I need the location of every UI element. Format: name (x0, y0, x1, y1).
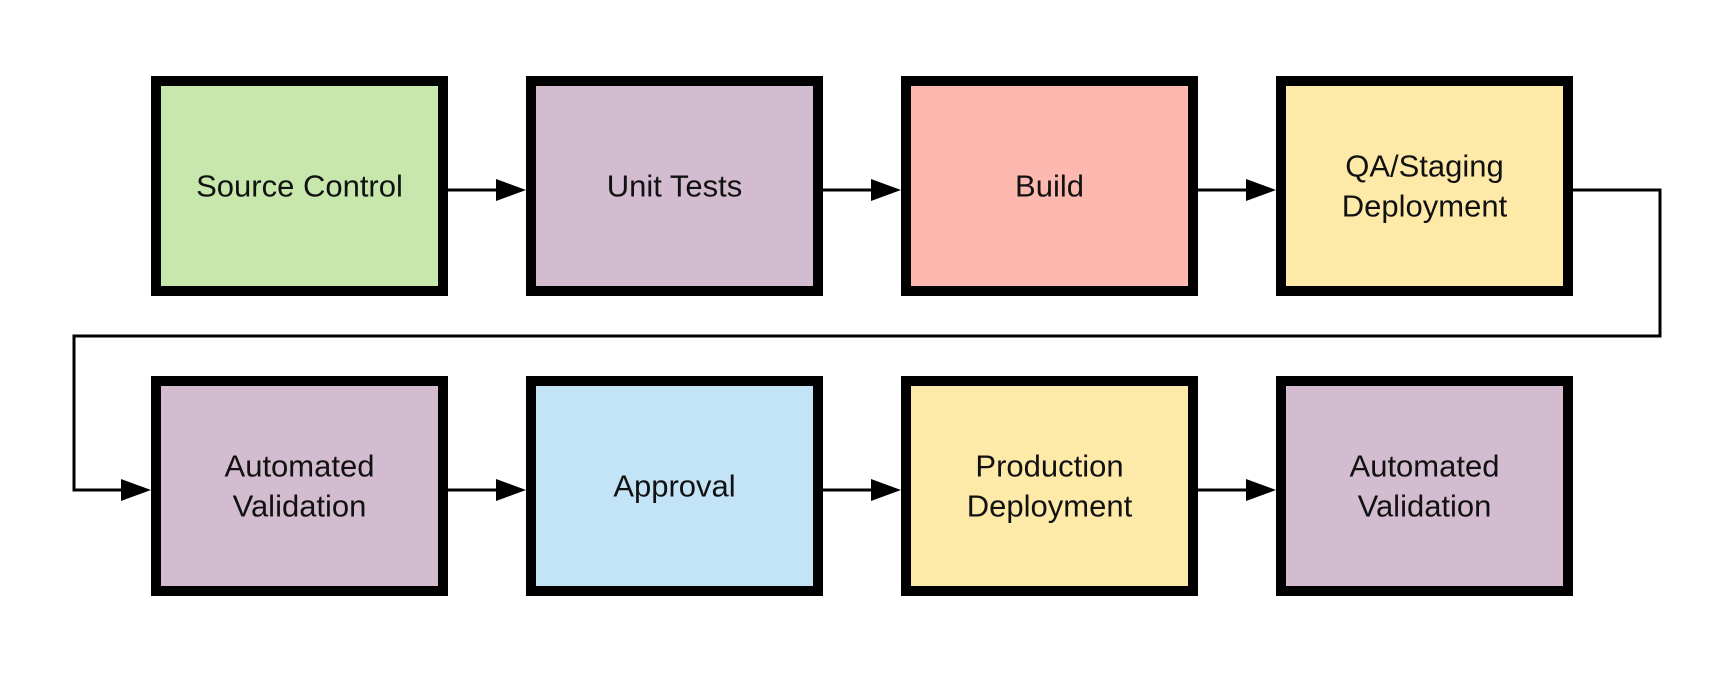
node-build: Build (901, 76, 1198, 296)
node-label: Approval (613, 469, 735, 504)
connector-line (72, 188, 1662, 492)
connector-build-to-qa-staging-deployment (1198, 179, 1276, 201)
node-label: Build (1015, 169, 1084, 204)
node-label: Deployment (1342, 189, 1508, 224)
connectors (72, 179, 1662, 501)
node-label: Unit Tests (607, 169, 743, 204)
node-box (901, 376, 1198, 596)
connector-automated-validation-1-to-approval (448, 479, 526, 501)
node-label: Validation (1358, 489, 1492, 524)
node-label: Deployment (967, 489, 1133, 524)
nodes: Source Control Unit Tests Build QA/StagingD… (151, 76, 1573, 596)
connector-approval-to-production-deployment (823, 479, 901, 501)
arrowhead (496, 179, 526, 201)
arrowhead (496, 479, 526, 501)
node-label: Source Control (196, 169, 403, 204)
node-box (1276, 376, 1573, 596)
node-label: Automated (225, 449, 375, 484)
connector-qa-staging-deployment-to-automated-validation-1 (72, 188, 1662, 501)
arrowhead (871, 179, 901, 201)
node-box (1276, 76, 1573, 296)
node-label: Production (975, 449, 1123, 484)
connector-production-deployment-to-automated-validation-2 (1198, 479, 1276, 501)
node-unit-tests: Unit Tests (526, 76, 823, 296)
node-box (526, 376, 823, 596)
node-source-control: Source Control (151, 76, 448, 296)
arrowhead (1246, 179, 1276, 201)
node-label: QA/Staging (1345, 149, 1504, 184)
node-approval: Approval (526, 376, 823, 596)
arrowhead (871, 479, 901, 501)
arrowhead (121, 479, 151, 501)
node-box (526, 76, 823, 296)
node-box (151, 376, 448, 596)
node-box (151, 76, 448, 296)
arrowhead (1246, 479, 1276, 501)
node-box (901, 76, 1198, 296)
node-label: Automated (1350, 449, 1500, 484)
connector-source-control-to-unit-tests (448, 179, 526, 201)
node-label: Validation (233, 489, 367, 524)
connector-unit-tests-to-build (823, 179, 901, 201)
